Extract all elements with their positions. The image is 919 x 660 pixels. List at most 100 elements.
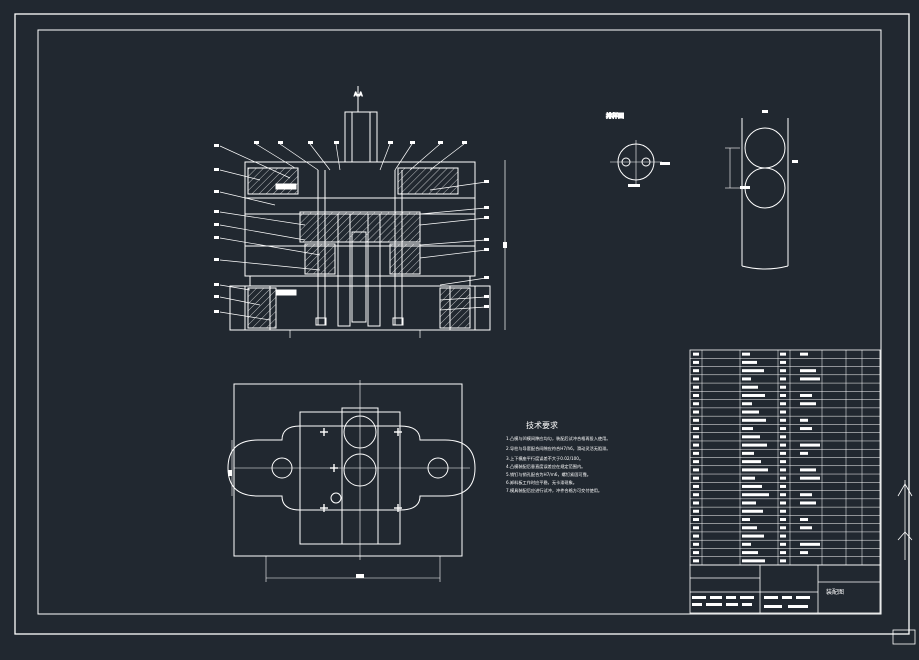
bom-cell-mark bbox=[780, 410, 786, 414]
tech-line: 4.凸模装配后垂直度误差应在规定范围内。 bbox=[506, 463, 585, 470]
bom-cell-mark bbox=[693, 534, 699, 538]
bom-cell-mark bbox=[742, 460, 761, 464]
bom-cell-mark bbox=[780, 509, 786, 513]
bom-cell-mark bbox=[780, 526, 786, 530]
bom-cell-mark bbox=[693, 476, 699, 480]
bom-cell-mark bbox=[780, 559, 786, 563]
bom-cell-mark bbox=[780, 468, 786, 472]
tech-line: 5.销钉与销孔配合为H7/m6，螺钉紧固可靠。 bbox=[506, 471, 591, 478]
bom-cell-mark bbox=[693, 559, 699, 563]
bom-cell-mark bbox=[800, 393, 812, 397]
north-arrow-icon bbox=[897, 480, 913, 560]
bom-cell-mark bbox=[800, 493, 812, 497]
bom-cell-mark bbox=[693, 501, 699, 505]
bom-cell-mark bbox=[742, 427, 753, 431]
bom-cell-mark bbox=[742, 493, 769, 497]
bom-cell-mark bbox=[780, 402, 786, 406]
bom-cell-mark bbox=[800, 476, 820, 480]
bom-cell-mark bbox=[780, 551, 786, 555]
bom-cell-mark bbox=[693, 377, 699, 381]
bom-cell-mark bbox=[693, 393, 699, 397]
bom-cell-mark bbox=[780, 518, 786, 522]
bom-cell-mark bbox=[800, 352, 808, 356]
bom-cell-mark bbox=[780, 360, 786, 364]
bom-cell-mark bbox=[693, 418, 699, 422]
bom-cell-mark bbox=[780, 493, 786, 497]
tech-line: 2.导柱与导套配合间隙应符合H7/h6，滑动灵活无阻滞。 bbox=[506, 445, 610, 452]
bom-cell-mark bbox=[800, 451, 808, 455]
inner-frame bbox=[37, 29, 882, 615]
tech-line: 3.上下模座平行度误差不大于0.02/100。 bbox=[506, 455, 583, 462]
plan-view bbox=[227, 380, 476, 582]
title-block: 装配图 bbox=[689, 564, 881, 614]
bom-cell-mark bbox=[800, 551, 808, 555]
section-label: A-A bbox=[354, 92, 363, 98]
bom-cell-mark bbox=[780, 484, 786, 488]
bom-cell-mark bbox=[693, 352, 699, 356]
bom-cell-mark bbox=[693, 484, 699, 488]
tech-line: 1.凸模与凹模间隙应均匀，装配后试冲合格再投入使用。 bbox=[506, 435, 611, 442]
bom-cell-mark bbox=[693, 427, 699, 431]
bom-cell-mark bbox=[693, 509, 699, 513]
bom-cell-mark bbox=[780, 534, 786, 538]
bom-cell-mark bbox=[780, 393, 786, 397]
bom-cell-mark bbox=[742, 542, 751, 546]
bom-cell-mark bbox=[780, 377, 786, 381]
bom-cell-mark bbox=[780, 369, 786, 373]
bom-cell-mark bbox=[742, 410, 759, 414]
bom-cell-mark bbox=[742, 476, 755, 480]
bom-cell-mark bbox=[780, 542, 786, 546]
strip-caption: 排样图 bbox=[606, 112, 624, 120]
bom-cell-mark bbox=[693, 542, 699, 546]
bom-cell-mark bbox=[780, 418, 786, 422]
bom-cell-mark bbox=[742, 393, 765, 397]
bom-cell-mark bbox=[800, 468, 816, 472]
bom-cell-mark bbox=[742, 509, 763, 513]
bom-cell-mark bbox=[742, 501, 756, 505]
bom-cell-mark bbox=[742, 377, 751, 381]
bom-cell-mark bbox=[800, 526, 812, 530]
bom-cell-mark bbox=[693, 526, 699, 530]
bom-cell-mark bbox=[800, 542, 820, 546]
bom-cell-mark bbox=[780, 443, 786, 447]
bom-cell-mark bbox=[693, 518, 699, 522]
tech-line: 6.卸料板工作时应平稳，无卡滞现象。 bbox=[506, 479, 577, 486]
bom-cell-mark bbox=[742, 402, 752, 406]
bom-cell-mark bbox=[780, 427, 786, 431]
bom-cell-mark bbox=[742, 385, 758, 389]
bom-cell-mark bbox=[742, 534, 764, 538]
bom-cell-mark bbox=[742, 468, 768, 472]
bom-cell-mark bbox=[693, 493, 699, 497]
bom-cell-mark bbox=[693, 451, 699, 455]
bom-cell-mark bbox=[742, 484, 762, 488]
bom-cell-mark bbox=[800, 377, 820, 381]
bom-cell-mark bbox=[742, 451, 754, 455]
section-view: A-A bbox=[214, 86, 507, 338]
outer-frame bbox=[14, 13, 910, 635]
bom-cell-mark bbox=[742, 559, 765, 563]
bom-cell-mark bbox=[780, 435, 786, 439]
bom-cell-mark bbox=[693, 551, 699, 555]
bom-cell-mark bbox=[693, 435, 699, 439]
bom-cell-mark bbox=[800, 369, 816, 373]
bom-cell-mark bbox=[800, 418, 808, 422]
bom-cell-mark bbox=[800, 402, 816, 406]
bom-cell-mark bbox=[780, 352, 786, 356]
bom-cell-mark bbox=[742, 435, 760, 439]
tech-title: 技术要求 bbox=[526, 420, 558, 430]
tech-line: 7.模具装配后应进行试冲，冲件合格方可交付使用。 bbox=[506, 487, 602, 494]
bom-cell-mark bbox=[742, 352, 750, 356]
bom-cell-mark bbox=[693, 369, 699, 373]
bom-cell-mark bbox=[742, 443, 767, 447]
bom-cell-mark bbox=[742, 518, 750, 522]
tech-requirements: 技术要求 1.凸模与凹模间隙应均匀，装配后试冲合格再投入使用。 2.导柱与导套配… bbox=[506, 420, 611, 494]
bom-cell-mark bbox=[800, 518, 808, 522]
bom-cell-mark bbox=[780, 385, 786, 389]
bom-cell-mark bbox=[693, 468, 699, 472]
bom-cell-mark bbox=[742, 526, 757, 530]
bom-cell-mark bbox=[693, 443, 699, 447]
bom-cell-mark bbox=[780, 451, 786, 455]
bom-cell-mark bbox=[780, 501, 786, 505]
bom-cell-mark bbox=[780, 476, 786, 480]
